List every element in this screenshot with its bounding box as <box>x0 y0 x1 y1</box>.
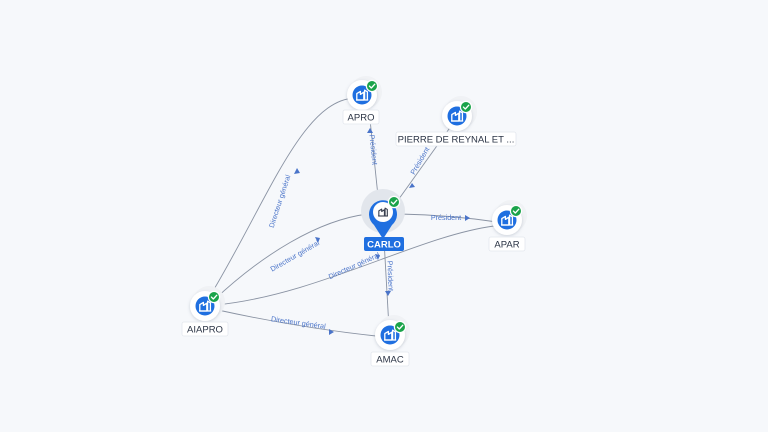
arrow-icon <box>294 168 300 174</box>
edge-aiapro-center: Directeur général <box>213 213 369 301</box>
edge-aiapro-amac: Directeur général <box>217 309 377 337</box>
edge-label: Président <box>367 134 379 165</box>
svg-text:APRO: APRO <box>348 113 375 124</box>
svg-text:APAR: APAR <box>494 240 519 251</box>
svg-text:AMAC: AMAC <box>376 355 404 366</box>
node-label: AMAC <box>370 351 410 367</box>
edge-label: Directeur général <box>269 238 322 274</box>
edge-label: Directeur général <box>270 314 326 331</box>
arrow-icon <box>409 183 415 188</box>
svg-text:PIERRE DE REYNAL ET ...: PIERRE DE REYNAL ET ... <box>398 135 515 146</box>
svg-text:CARLO: CARLO <box>367 240 401 251</box>
node-amac[interactable]: AMAC <box>370 315 410 367</box>
edge-label: Directeur général <box>327 250 381 281</box>
node-aiapro[interactable]: AIAPRO <box>181 286 229 337</box>
edge-label: Président <box>431 213 461 222</box>
edge-label: Président <box>385 261 395 292</box>
arrow-icon <box>367 128 373 133</box>
edge-aiapro-apar: Directeur général <box>215 225 495 306</box>
verified-check-icon <box>509 204 523 218</box>
svg-text:AIAPRO: AIAPRO <box>187 325 223 336</box>
verified-check-icon <box>207 290 221 304</box>
arrow-icon <box>465 215 470 221</box>
node-apar[interactable]: APAR <box>488 200 527 252</box>
node-carlo[interactable]: CARLO <box>361 189 405 251</box>
verified-check-icon <box>393 320 407 334</box>
verified-check-icon <box>387 195 401 209</box>
edge-center-apar: Président <box>399 213 498 223</box>
node-apro[interactable]: APRO <box>342 76 382 125</box>
verified-check-icon <box>365 79 379 93</box>
arrow-icon <box>385 291 391 296</box>
node-label: AIAPRO <box>181 321 229 337</box>
node-label: CARLO <box>364 237 404 251</box>
arrow-icon <box>329 329 334 335</box>
node-label: PIERRE DE REYNAL ET ... <box>395 131 517 147</box>
node-pierre-de-reynal[interactable]: PIERRE DE REYNAL ET ... <box>395 96 517 147</box>
edge-center-amac: Président <box>383 239 396 329</box>
edge-label: Président <box>408 145 431 176</box>
node-label: APRO <box>342 109 380 125</box>
verified-check-icon <box>459 100 473 114</box>
arrow-icon <box>315 237 320 243</box>
edge-label: Directeur général <box>267 173 293 229</box>
arrow-icon <box>375 254 380 260</box>
building-icon <box>378 207 388 217</box>
node-label: APAR <box>488 236 526 252</box>
